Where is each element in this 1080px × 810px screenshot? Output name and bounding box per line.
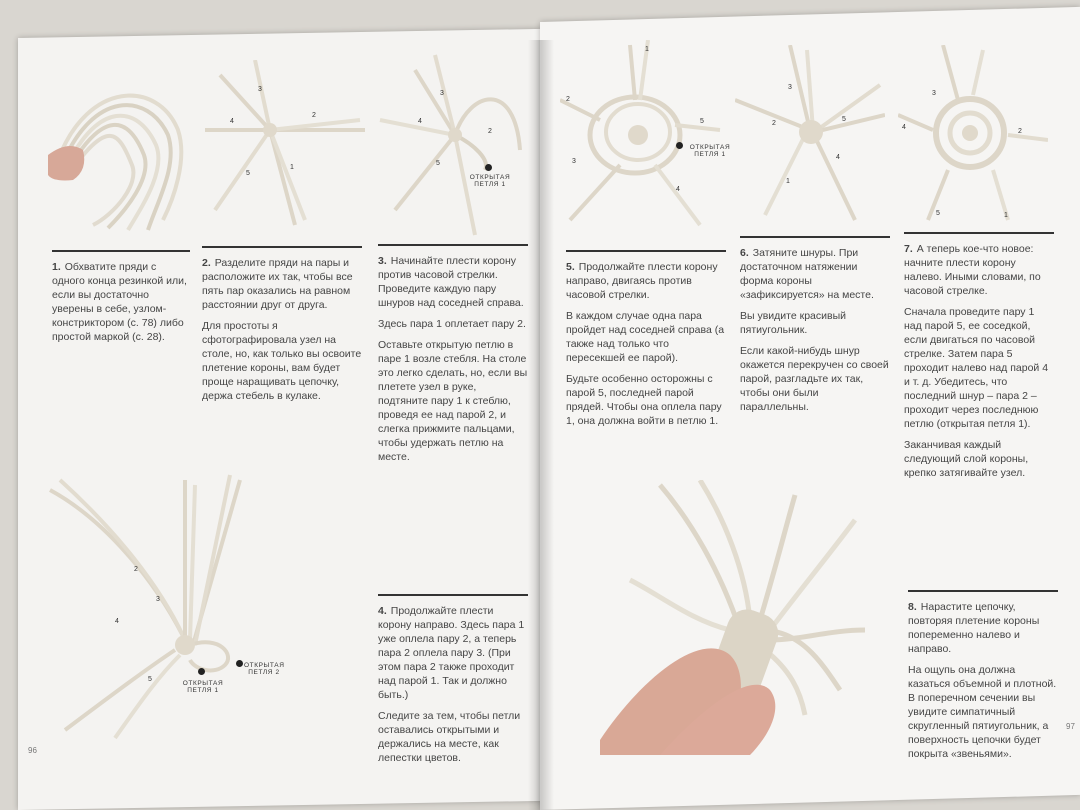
step-number: 4. [378,605,387,617]
p7-label-2: 2 [1018,128,1022,135]
step-number: 2. [202,257,211,269]
step-number: 5. [566,261,575,273]
p7-label-5: 5 [936,210,940,217]
step-text: Если какой-нибудь шнур окажется перекруч… [740,345,889,413]
photo-step-2 [200,60,370,240]
step-text: Оставьте открытую петлю в паре 1 возле с… [378,339,528,463]
p2-label-2: 2 [312,112,316,119]
step-rule [52,250,190,252]
step-text: Нарастите цепочку, повторяя плетение кор… [908,601,1040,655]
step-number: 6. [740,247,749,259]
step-text: Продолжайте плести корону направо, двига… [566,261,718,301]
p2-label-3: 3 [258,86,262,93]
photo-step-1 [48,70,198,240]
step-rule [378,244,528,246]
p5-label-3: 3 [572,158,576,165]
step-text: Будьте особенно осторожны с парой 5, пос… [566,373,722,427]
step-text: Заканчивая каждый следующий слой короны,… [904,439,1029,479]
step-text: Сначала проведите пару 1 над парой 5, ее… [904,306,1049,430]
p5-label-2: 2 [566,96,570,103]
step-text: Вы увидите красивый пятиугольник. [740,310,846,336]
p4-label-2: 2 [134,566,138,573]
step-text: Здесь пара 1 оплетает пару 2. [378,318,526,330]
p3-label-5: 5 [436,160,440,167]
photo-step-8 [600,480,900,755]
step-text: Продолжайте плести корону направо. Здесь… [378,605,525,701]
left-page-number: 96 [28,746,37,755]
p7-label-3: 3 [932,90,936,97]
step-number: 8. [908,601,917,613]
open-loop-marker [485,164,492,171]
p5-caption: ОТКРЫТАЯ ПЕТЛЯ 1 [689,144,731,158]
right-page-number: 97 [1066,722,1075,731]
p6-label-5: 5 [842,116,846,123]
p4-label-5: 5 [148,676,152,683]
photo-step-6 [735,45,885,225]
book-gutter [528,40,554,810]
step-number: 3. [378,255,387,267]
p5-label-4: 4 [676,186,680,193]
step-rule [740,236,890,238]
step-rule [908,590,1058,592]
photo-step-7 [898,45,1048,225]
p2-label-1: 1 [290,164,294,171]
step-number: 7. [904,243,913,255]
step-text: Обхватите пряди с одного конца резинкой … [52,261,187,343]
step-1: 1.Обхватите пряди с одного конца резинко… [52,250,190,351]
p6-label-3: 3 [788,84,792,91]
step-text: Разделите пряди на пары и расположите их… [202,257,353,311]
step-text: Затяните шнуры. При достаточном натяжени… [740,247,874,301]
open-loop-2-marker [236,660,243,667]
step-rule [202,246,362,248]
p4-label-4: 4 [115,618,119,625]
p4-caption-1: ОТКРЫТАЯ ПЕТЛЯ 1 [182,680,224,694]
step-8: 8.Нарастите цепочку, повторяя плетение к… [908,590,1058,768]
step-number: 1. [52,261,61,273]
p7-label-4: 4 [902,124,906,131]
step-rule [378,594,528,596]
p3-label-3: 3 [440,90,444,97]
p6-label-1: 1 [786,178,790,185]
p6-label-2: 2 [772,120,776,127]
p5-label-1: 1 [645,46,649,53]
open-loop-marker [676,142,683,149]
step-4: 4.Продолжайте плести корону направо. Зде… [378,594,528,772]
step-text: А теперь кое-что новое: начните плести к… [904,243,1041,297]
p2-label-5: 5 [246,170,250,177]
step-text: Для простоты я сфотографировала узел на … [202,320,362,402]
p5-label-5: 5 [700,118,704,125]
p2-label-4: 4 [230,118,234,125]
step-6: 6.Затяните шнуры. При достаточном натяже… [740,236,890,421]
step-text: На ощупь она должна казаться объемной и … [908,664,1057,760]
step-7: 7.А теперь кое-что новое: начните плести… [904,232,1054,487]
step-rule [904,232,1054,234]
step-text: Начинайте плести корону против часовой с… [378,255,524,309]
p3-label-4: 4 [418,118,422,125]
open-loop-1-marker [198,668,205,675]
photo-step-5 [560,40,725,230]
p4-caption-2: ОТКРЫТАЯ ПЕТЛЯ 2 [244,662,285,676]
photo-step-4 [45,470,285,740]
p3-caption: ОТКРЫТАЯ ПЕТЛЯ 1 [469,174,511,188]
step-2: 2.Разделите пряди на пары и расположите … [202,246,362,410]
p7-label-1: 1 [1004,212,1008,219]
step-3: 3.Начинайте плести корону против часовой… [378,244,528,471]
p4-label-3: 3 [156,596,160,603]
step-text: В каждом случае одна пара пройдет над со… [566,310,725,364]
p3-label-2: 2 [488,128,492,135]
p6-label-4: 4 [836,154,840,161]
step-5: 5.Продолжайте плести корону направо, дви… [566,250,726,435]
photo-step-3 [375,50,535,240]
step-text: Следите за тем, чтобы петли оставались о… [378,710,521,764]
step-rule [566,250,726,252]
